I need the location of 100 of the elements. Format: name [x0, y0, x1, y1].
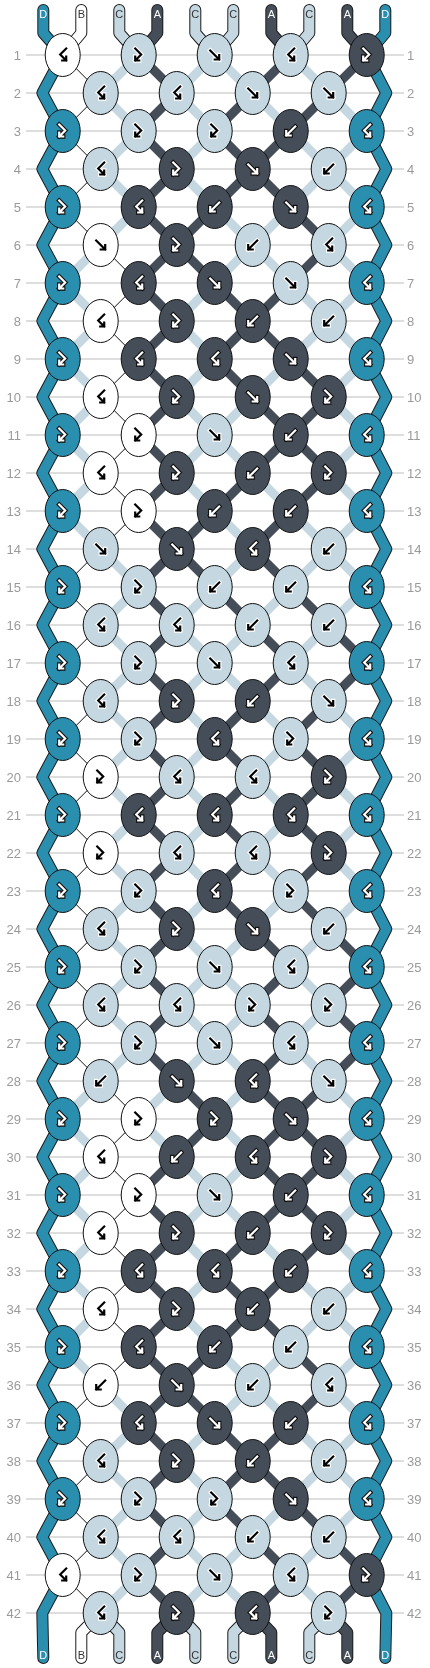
row-number: 37 [6, 1416, 21, 1430]
row-number: 20 [407, 770, 422, 784]
row-number: 19 [407, 732, 422, 746]
row-number: 23 [407, 884, 422, 898]
row-number: 38 [407, 1454, 422, 1468]
string-letter: C [115, 1649, 124, 1661]
row-number: 18 [407, 694, 422, 708]
row-number: 5 [13, 200, 21, 214]
row-number: 1 [13, 48, 21, 62]
row-number: 28 [407, 1074, 422, 1088]
row-number: 39 [407, 1492, 422, 1506]
row-number: 22 [407, 846, 422, 860]
string-letter: A [343, 8, 351, 20]
string-letter: C [115, 8, 124, 20]
row-number: 11 [407, 428, 421, 442]
row-number: 16 [407, 618, 422, 632]
row-number: 21 [407, 808, 422, 822]
row-number: 11 [7, 428, 21, 442]
row-number: 31 [407, 1188, 422, 1202]
row-number: 19 [6, 732, 21, 746]
row-number: 15 [6, 580, 21, 594]
row-number: 24 [6, 922, 21, 936]
row-number: 14 [6, 542, 21, 556]
string-letter: A [343, 1649, 351, 1661]
row-number: 3 [13, 124, 21, 138]
row-number: 1 [407, 48, 415, 62]
string-letter: C [305, 1649, 314, 1661]
row-number: 37 [407, 1416, 422, 1430]
row-number: 22 [6, 846, 21, 860]
string-letter: C [191, 1649, 200, 1661]
row-number: 8 [13, 314, 21, 328]
string-letter: D [39, 8, 48, 20]
string-letter: C [305, 8, 314, 20]
row-number: 25 [6, 960, 21, 974]
string-letter: A [153, 1649, 161, 1661]
row-number: 32 [407, 1226, 422, 1240]
string-letter: D [39, 1649, 48, 1661]
row-number: 10 [407, 390, 422, 404]
row-number: 29 [407, 1112, 422, 1126]
row-number: 5 [407, 200, 415, 214]
row-number: 27 [6, 1036, 21, 1050]
row-number: 8 [407, 314, 415, 328]
row-number: 3 [407, 124, 415, 138]
string-letter: A [153, 8, 161, 20]
row-number: 13 [407, 504, 422, 518]
string-letter: C [191, 8, 200, 20]
row-number: 26 [6, 998, 21, 1012]
row-number: 42 [6, 1606, 21, 1620]
row-number: 6 [13, 238, 21, 252]
row-number: 41 [407, 1568, 422, 1582]
row-number: 35 [407, 1340, 422, 1354]
row-number: 12 [6, 466, 21, 480]
row-number: 4 [13, 162, 21, 176]
row-number: 30 [6, 1150, 21, 1164]
row-number: 27 [407, 1036, 422, 1050]
row-number: 26 [407, 998, 422, 1012]
row-number: 40 [6, 1530, 21, 1544]
string-letter: D [381, 1649, 390, 1661]
row-number: 31 [6, 1188, 21, 1202]
string-letter: A [267, 8, 275, 20]
string-letter: B [77, 1649, 85, 1661]
row-number: 39 [6, 1492, 21, 1506]
row-number: 32 [6, 1226, 21, 1240]
row-number: 30 [407, 1150, 422, 1164]
row-number: 2 [13, 86, 21, 100]
row-number: 2 [407, 86, 415, 100]
row-number: 35 [6, 1340, 21, 1354]
row-number: 18 [6, 694, 21, 708]
row-number: 14 [407, 542, 422, 556]
row-number: 42 [407, 1606, 422, 1620]
row-number: 12 [407, 466, 422, 480]
row-number: 28 [6, 1074, 21, 1088]
row-number: 16 [6, 618, 21, 632]
row-number: 15 [407, 580, 422, 594]
row-number: 25 [407, 960, 422, 974]
row-number: 9 [407, 352, 415, 366]
string-letter: D [381, 8, 390, 20]
row-number: 6 [407, 238, 415, 252]
row-number: 29 [6, 1112, 21, 1126]
row-number: 17 [407, 656, 422, 670]
row-number: 34 [407, 1302, 422, 1316]
row-number: 33 [6, 1264, 21, 1278]
row-number: 10 [6, 390, 21, 404]
row-number: 36 [407, 1378, 422, 1392]
row-number: 13 [6, 504, 21, 518]
row-number: 4 [407, 162, 415, 176]
row-number: 23 [6, 884, 21, 898]
row-number: 34 [6, 1302, 21, 1316]
row-number: 36 [6, 1378, 21, 1392]
row-number: 20 [6, 770, 21, 784]
row-number: 38 [6, 1454, 21, 1468]
row-number: 7 [13, 276, 21, 290]
row-number: 40 [407, 1530, 422, 1544]
row-number: 41 [6, 1568, 21, 1582]
row-number: 7 [407, 276, 415, 290]
row-number: 24 [407, 922, 422, 936]
row-number: 17 [6, 656, 21, 670]
row-number: 33 [407, 1264, 422, 1278]
row-number: 21 [6, 808, 21, 822]
row-number: 9 [13, 352, 21, 366]
